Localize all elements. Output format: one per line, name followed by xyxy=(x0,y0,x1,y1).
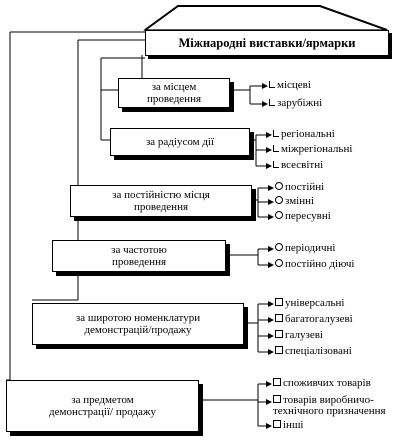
list-item: товарів виробничо-технічного призначення xyxy=(273,394,386,417)
checkbox-icon xyxy=(273,161,279,168)
checkbox-icon xyxy=(275,330,283,338)
checkbox-icon xyxy=(275,346,283,354)
checkbox-icon xyxy=(275,243,283,251)
checkbox-icon xyxy=(273,145,279,152)
checkbox-icon xyxy=(273,420,281,428)
category-label: за предметом демонстрації/ продажу xyxy=(49,394,156,418)
list-item: пересувні xyxy=(275,211,331,222)
checkbox-icon xyxy=(273,395,281,403)
category-label: за місцем проведення xyxy=(146,81,202,105)
category-label: за постійністю місця проведення xyxy=(112,189,210,213)
category-box-range: за широтою номенклатури демонстрацій/про… xyxy=(32,303,244,345)
list-item: постійні xyxy=(275,182,324,193)
checkbox-icon xyxy=(273,378,281,386)
list-item: багатогалузеві xyxy=(275,314,353,325)
category-label: за частотою проведення xyxy=(111,244,167,268)
checkbox-icon xyxy=(273,130,279,137)
list-item: галузеві xyxy=(275,330,323,341)
category-label: за радіусом дії xyxy=(145,136,215,148)
list-item: інші xyxy=(273,420,303,431)
list-item: всесвітні xyxy=(273,160,323,171)
list-item: змінні xyxy=(275,196,314,207)
category-box-location: за місцем проведення xyxy=(118,78,230,108)
list-item: споживчих товарів xyxy=(273,378,371,389)
checkbox-icon xyxy=(275,211,283,219)
checkbox-icon xyxy=(275,196,283,204)
list-item: спеціалізовані xyxy=(275,346,352,357)
category-box-permanence: за постійністю місця проведення xyxy=(70,185,252,217)
title-text: Міжнародні виставки/ярмарки xyxy=(178,36,356,50)
list-item: місцеві xyxy=(269,80,311,91)
list-item: міжрегіональні xyxy=(273,144,352,155)
checkbox-icon xyxy=(275,182,283,190)
title-box: Міжнародні виставки/ярмарки xyxy=(145,30,389,56)
list-item: універсальні xyxy=(275,298,344,309)
category-box-radius: за радіусом дії xyxy=(110,128,250,156)
list-item: зарубіжні xyxy=(269,98,322,109)
list-item: періодичні xyxy=(275,243,335,254)
category-box-frequency: за частотою проведення xyxy=(52,240,226,272)
checkbox-icon xyxy=(275,298,283,306)
checkbox-icon xyxy=(269,99,275,106)
arrow-heads xyxy=(262,83,274,429)
checkbox-icon xyxy=(269,81,275,88)
category-box-subject: за предметом демонстрації/ продажу xyxy=(6,380,199,432)
list-item: постійно діючі xyxy=(275,259,354,270)
checkbox-icon xyxy=(275,259,283,267)
category-label: за широтою номенклатури демонстрацій/про… xyxy=(75,312,201,336)
list-item: регіональні xyxy=(273,129,335,140)
checkbox-icon xyxy=(275,314,283,322)
